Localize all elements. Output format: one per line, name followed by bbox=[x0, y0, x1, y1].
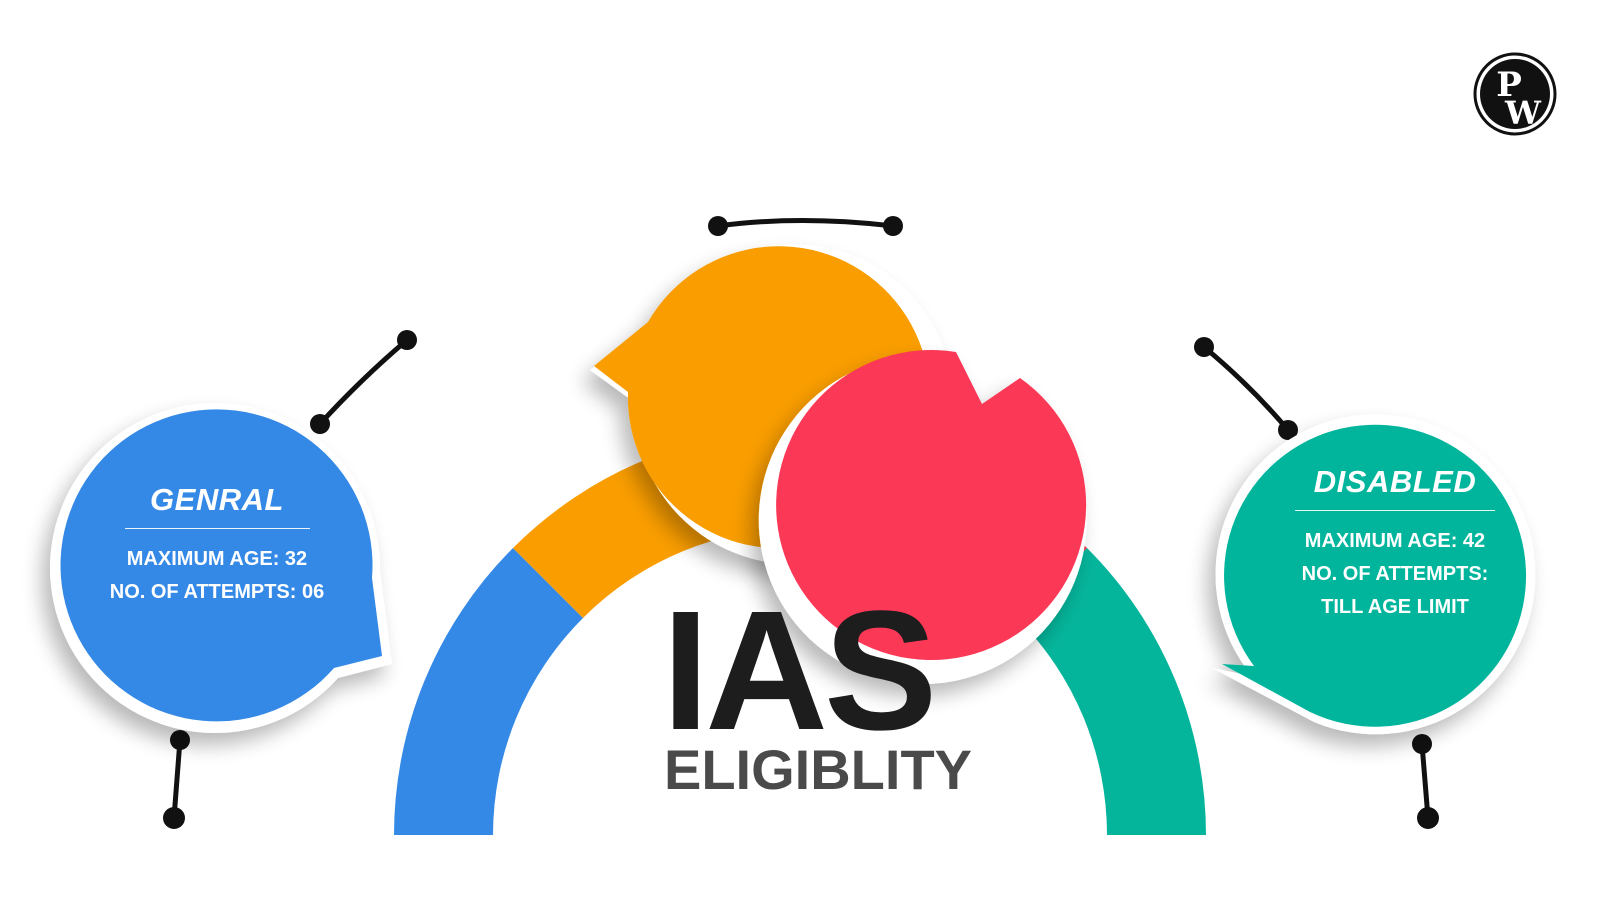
connector-dot bbox=[310, 414, 330, 434]
category-title: SC/ST bbox=[1027, 138, 1121, 173]
connector-dot bbox=[1412, 734, 1432, 754]
divider bbox=[447, 192, 633, 193]
connector-dot bbox=[708, 216, 728, 236]
attempts-text: NO. OF ATTEMPTS: 09 bbox=[432, 245, 648, 267]
connector-dots bbox=[163, 216, 1439, 829]
attempts-value-text: TILL AGE LIMIT bbox=[1321, 596, 1469, 618]
main-subtitle: ELIGIBLITY bbox=[664, 738, 972, 801]
attempts-text: NO. OF ATTEMPTS: bbox=[980, 237, 1168, 259]
divider bbox=[974, 184, 1174, 185]
category-scst: SC/ST MAXIMUM AGE: 37 NO. OF ATTEMPTS: T… bbox=[934, 138, 1214, 298]
connector-scst-disabled bbox=[1201, 344, 1291, 433]
connector-dot bbox=[1194, 337, 1214, 357]
connectors bbox=[171, 218, 1431, 821]
main-title: IAS bbox=[662, 576, 937, 766]
connector-dot bbox=[397, 330, 417, 350]
max-age-text: MAXIMUM AGE: 42 bbox=[1304, 530, 1486, 552]
connector-dot bbox=[1278, 420, 1298, 440]
svg-text:P: P bbox=[1496, 65, 1522, 105]
category-title: OBC bbox=[504, 146, 576, 181]
category-obc: OBC MAXIMUM AGE: 35 NO. OF ATTEMPTS: 09 bbox=[400, 146, 680, 273]
connector-dot bbox=[163, 807, 185, 829]
connector-disabled-down bbox=[1419, 741, 1431, 821]
max-age-text: MAXIMUM AGE: 35 bbox=[449, 212, 631, 234]
category-title: DISABLED bbox=[1313, 464, 1477, 499]
category-disabled: DISABLED MAXIMUM AGE: 42 NO. OF ATTEMPTS… bbox=[1255, 464, 1535, 624]
connector-dot bbox=[883, 216, 903, 236]
connector-general-down bbox=[171, 737, 183, 821]
max-age-text: MAXIMUM AGE: 37 bbox=[983, 204, 1165, 226]
divider bbox=[124, 528, 310, 529]
category-general: GENRAL MAXIMUM AGE: 32 NO. OF ATTEMPTS: … bbox=[77, 482, 357, 609]
category-title: GENRAL bbox=[150, 482, 284, 517]
divider bbox=[1295, 510, 1495, 511]
arc-segment-general bbox=[394, 548, 583, 835]
max-age-text: MAXIMUM AGE: 32 bbox=[126, 548, 308, 570]
attempts-value-text: TILL AGE LIMIT bbox=[1000, 270, 1148, 292]
bubble-scst bbox=[758, 349, 1087, 685]
attempts-text: NO. OF ATTEMPTS: bbox=[1301, 563, 1489, 585]
connector-dot bbox=[170, 730, 190, 750]
arc-segment-disabled bbox=[1017, 548, 1206, 835]
connector-general-obc bbox=[317, 337, 410, 427]
connector-obc-scst bbox=[715, 218, 896, 229]
bubble-general bbox=[50, 403, 393, 734]
pw-logo-icon: P W bbox=[1473, 52, 1557, 136]
connector-dot bbox=[1417, 807, 1439, 829]
attempts-text: NO. OF ATTEMPTS: 06 bbox=[109, 581, 325, 603]
bubble-disabled bbox=[1212, 414, 1536, 735]
svg-text:W: W bbox=[1504, 94, 1542, 132]
